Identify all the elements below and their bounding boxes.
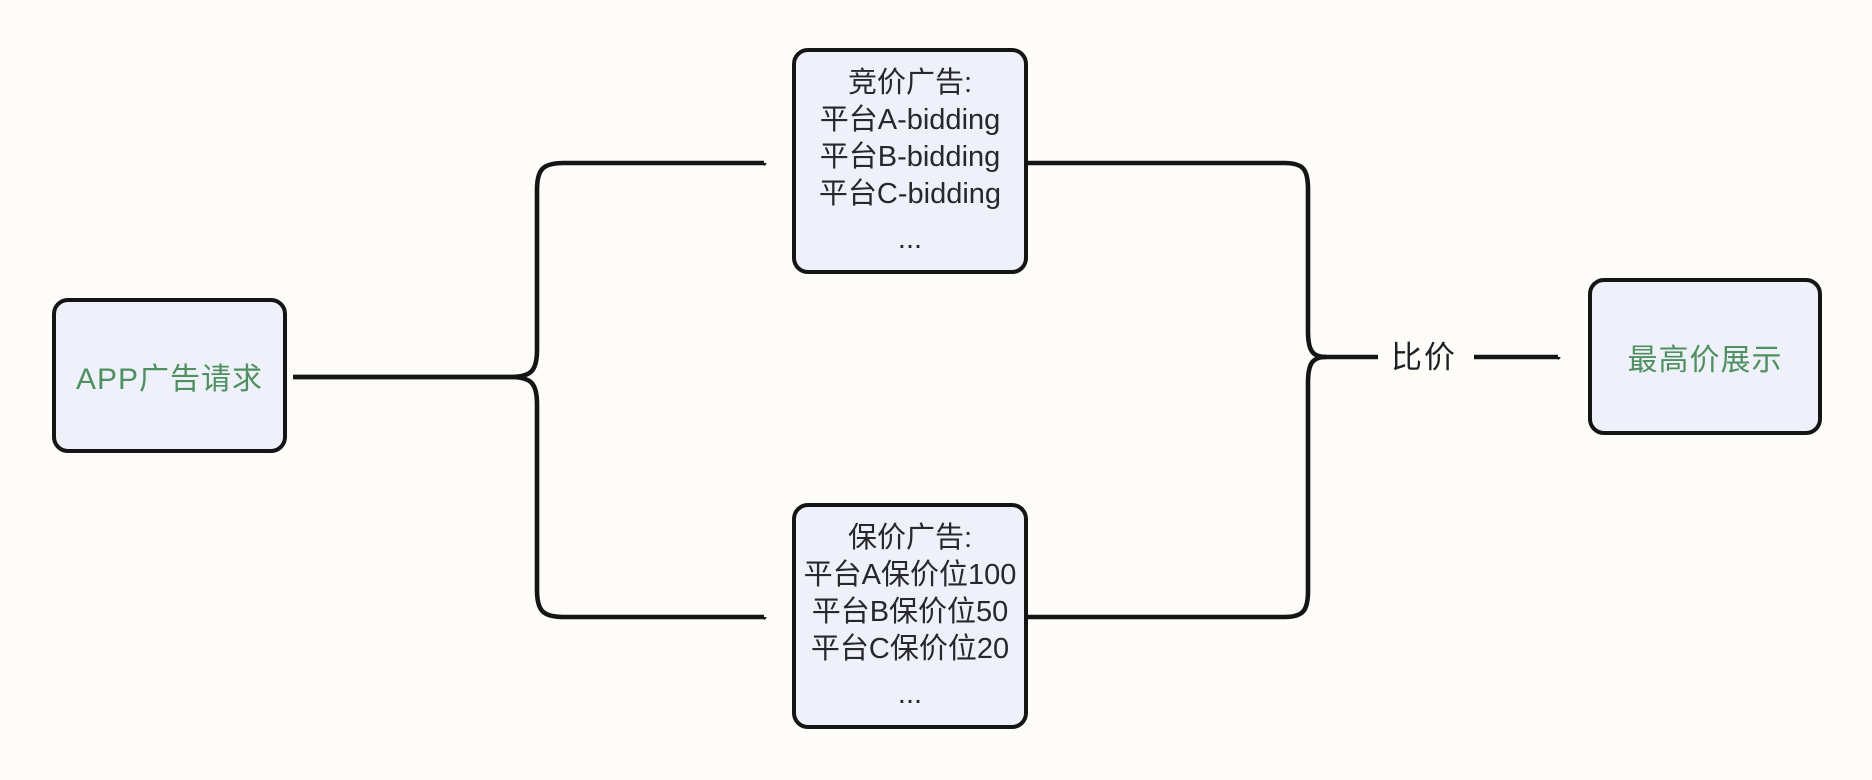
node-guaranteed-ads: 保价广告: 平台A保价位100 平台B保价位50 平台C保价位20 ... xyxy=(792,503,1028,729)
node-highest-price-display: 最高价展示 xyxy=(1588,278,1822,435)
bidding-ads-title: 竞价广告: xyxy=(847,66,973,99)
compare-price-label: 比价 xyxy=(1391,340,1457,375)
node-app-ad-request-label: APP广告请求 xyxy=(75,362,264,396)
bidding-ads-platform-b: 平台B-bidding xyxy=(819,140,1001,173)
node-highest-price-label: 最高价展示 xyxy=(1627,343,1783,377)
node-bidding-ads: 竞价广告: 平台A-bidding 平台B-bidding 平台C-biddin… xyxy=(792,48,1028,274)
connector-fork-up xyxy=(293,160,764,380)
guaranteed-ads-ellipsis: ... xyxy=(897,677,923,710)
guaranteed-ads-platform-b: 平台B保价位50 xyxy=(811,595,1009,628)
connector-fork-down xyxy=(293,374,764,617)
node-app-ad-request: APP广告请求 xyxy=(52,298,287,453)
connector-merge-top xyxy=(1028,160,1327,360)
bidding-ads-platform-c: 平台C-bidding xyxy=(818,177,1002,210)
bidding-ads-platform-a: 平台A-bidding xyxy=(819,103,1001,136)
guaranteed-ads-platform-c: 平台C保价位20 xyxy=(810,632,1010,665)
connector-merge-bottom xyxy=(1024,354,1327,620)
guaranteed-ads-title: 保价广告: xyxy=(847,521,973,554)
bidding-ads-ellipsis: ... xyxy=(897,222,923,255)
guaranteed-ads-platform-a: 平台A保价位100 xyxy=(803,558,1017,591)
